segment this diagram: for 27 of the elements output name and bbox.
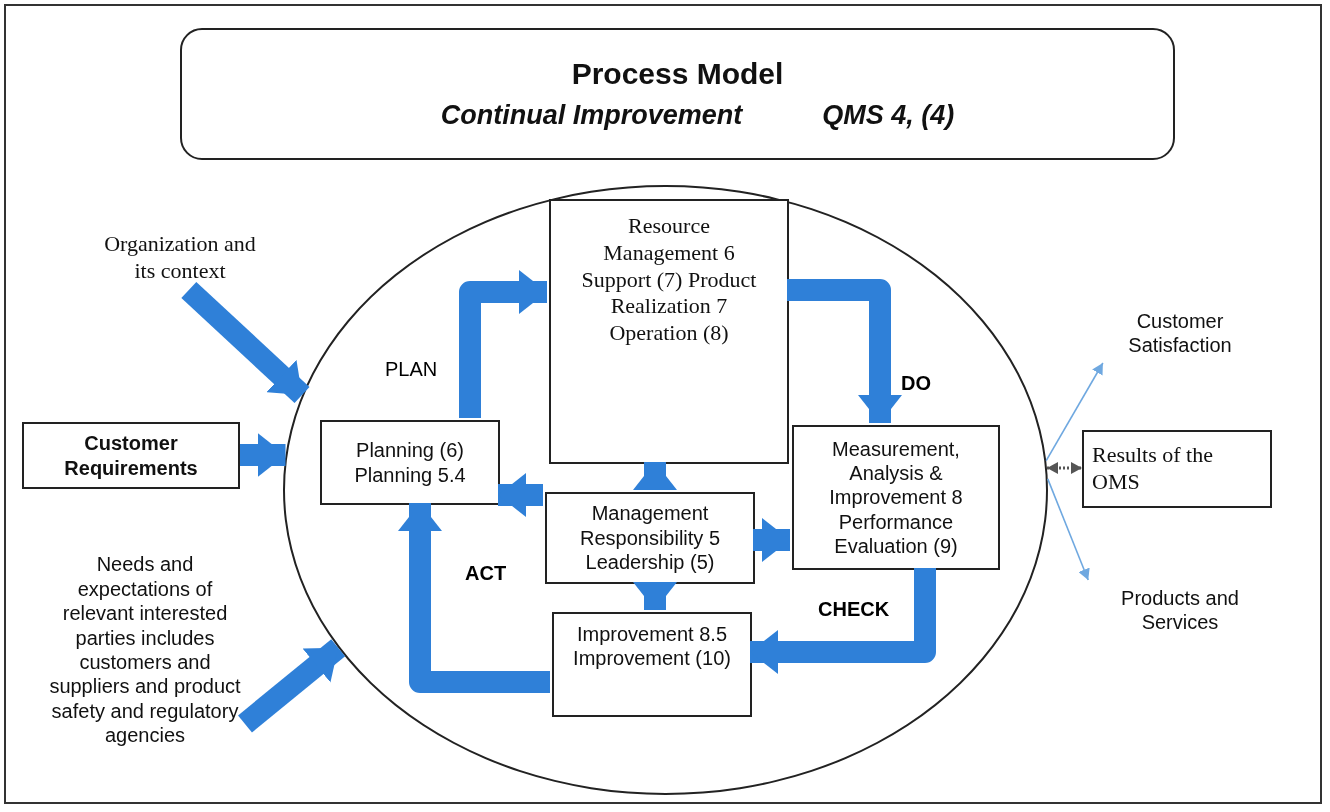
block-arrow	[238, 639, 346, 733]
title-text: Process Model	[571, 56, 784, 93]
process-box: Improvement 8.5 Improvement (10)	[552, 612, 752, 717]
ellipse	[283, 185, 1048, 795]
process-box: Resource Management 6 Support (7) Product Realization 7 Operation (8)	[549, 199, 789, 464]
process-box: Planning (6) Planning 5.4	[320, 420, 500, 505]
arrow	[1046, 478, 1090, 581]
context-text: Organization and its context	[95, 225, 265, 290]
block-arrow	[498, 473, 543, 517]
double-arrow	[1047, 462, 1082, 474]
process-box: Management Responsibility 5 Leadership (5)	[545, 492, 755, 584]
process-box: Measurement, Analysis & Improvement 8 Performance Evaluation (9)	[792, 425, 1000, 570]
title-box	[180, 28, 1175, 160]
block-arrow	[181, 281, 310, 404]
block-arrow	[459, 270, 547, 418]
block-arrow	[633, 462, 677, 490]
subtitle-text: Continual Improvement	[440, 98, 743, 132]
subtitle-text: QMS 4, (4)	[822, 98, 955, 132]
block-arrow	[633, 582, 677, 610]
output-text: Products and Services	[1085, 580, 1275, 640]
block-arrow	[398, 503, 550, 693]
needs-text: Needs and expectations of relevant interested parties includes customers and suppliers and product safety and regulatory agencies	[45, 505, 245, 795]
block-arrow	[240, 433, 286, 477]
process-box: Customer Requirements	[22, 422, 240, 489]
arrow	[1045, 362, 1104, 462]
result-box: Results of the OMS	[1082, 430, 1272, 508]
output-text: Customer Satisfaction	[1090, 303, 1270, 363]
